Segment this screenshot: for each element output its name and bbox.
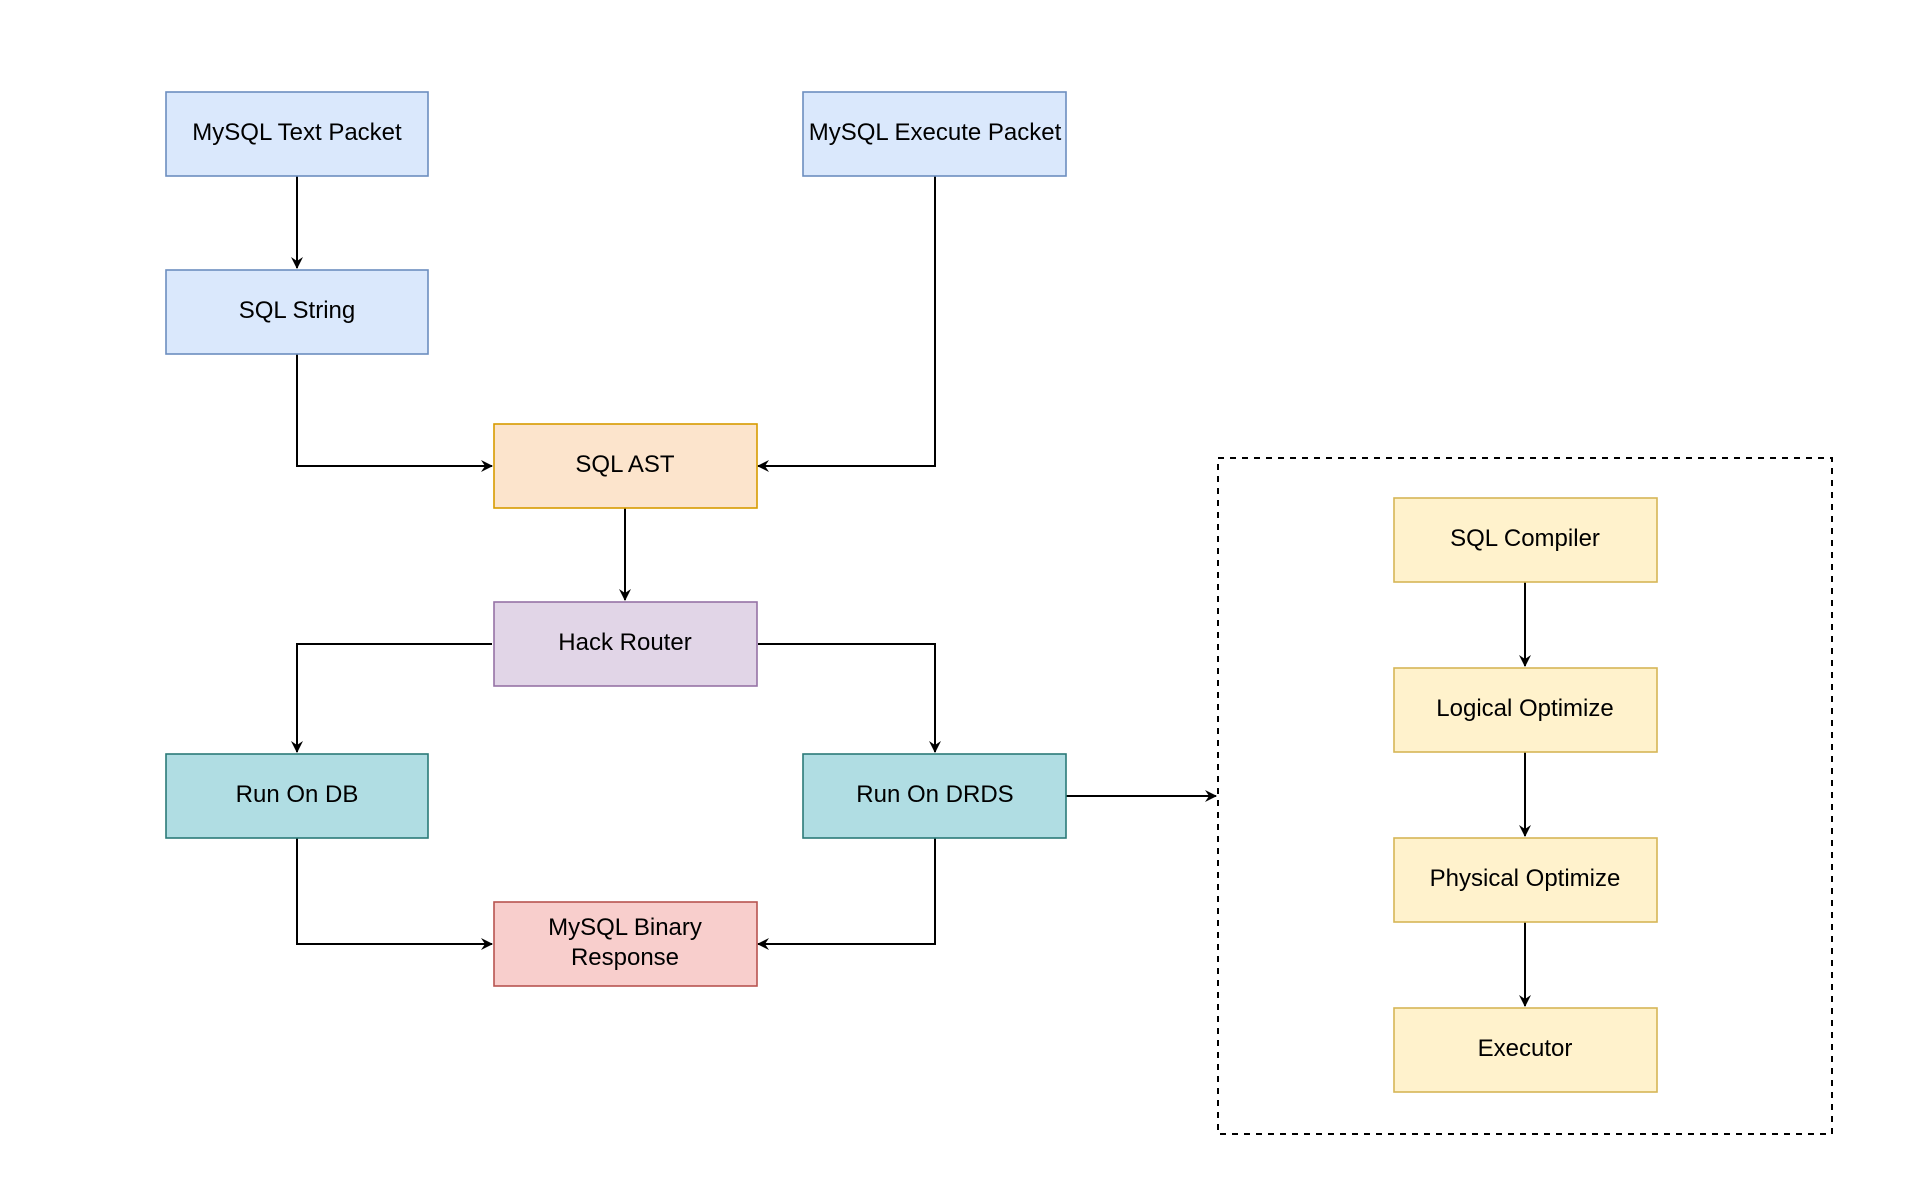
node-label-line: MySQL Binary <box>548 914 702 941</box>
edge-run-on-drds-to-binary-response <box>757 838 936 950</box>
node-label: SQL String <box>239 297 356 324</box>
node-mysql-execute-packet: MySQL Execute Packet <box>802 91 1067 177</box>
node-label: Run On DRDS <box>856 781 1013 808</box>
node-label: Executor <box>1478 1035 1573 1062</box>
edge-sql-string-to-sql-ast <box>296 354 493 472</box>
node-label: SQL AST <box>575 451 674 478</box>
node-mysql-text-packet: MySQL Text Packet <box>165 91 429 177</box>
node-label-line: MySQL Text Packet <box>192 119 402 146</box>
node-label: SQL Compiler <box>1450 525 1600 552</box>
node-sql-ast: SQL AST <box>493 423 758 509</box>
node-label: MySQL Execute Packet <box>809 119 1062 146</box>
edge-execute-packet-to-sql-ast <box>757 176 936 472</box>
optimizer-group-box <box>1217 457 1833 1135</box>
node-physical-optimize: Physical Optimize <box>1393 837 1658 923</box>
node-label: MySQL Text Packet <box>192 119 402 146</box>
node-label-line: Logical Optimize <box>1436 695 1613 722</box>
node-label: Logical Optimize <box>1436 695 1613 722</box>
node-label: Run On DB <box>236 781 359 808</box>
node-label-line: MySQL Execute Packet <box>809 119 1062 146</box>
node-label-line: Response <box>571 944 679 971</box>
node-label-line: SQL AST <box>575 451 674 478</box>
edge-hack-router-to-run-on-db <box>291 643 492 753</box>
node-label-line: Run On DRDS <box>856 781 1013 808</box>
node-label-line: SQL String <box>239 297 356 324</box>
node-executor: Executor <box>1393 1007 1658 1093</box>
node-label-line: Hack Router <box>558 629 691 656</box>
node-label-line: Run On DB <box>236 781 359 808</box>
node-sql-compiler: SQL Compiler <box>1393 497 1658 583</box>
node-sql-string: SQL String <box>165 269 429 355</box>
node-label-line: Physical Optimize <box>1430 865 1621 892</box>
node-hack-router: Hack Router <box>493 601 758 687</box>
node-label: Hack Router <box>558 629 691 656</box>
node-run-on-db: Run On DB <box>165 753 429 839</box>
edge-run-on-db-to-binary-response <box>296 838 493 950</box>
node-label-line: SQL Compiler <box>1450 525 1600 552</box>
node-label: Physical Optimize <box>1430 865 1621 892</box>
node-logical-optimize: Logical Optimize <box>1393 667 1658 753</box>
node-run-on-drds: Run On DRDS <box>802 753 1067 839</box>
node-label-line: Executor <box>1478 1035 1573 1062</box>
edge-hack-router-to-run-on-drds <box>758 643 941 753</box>
